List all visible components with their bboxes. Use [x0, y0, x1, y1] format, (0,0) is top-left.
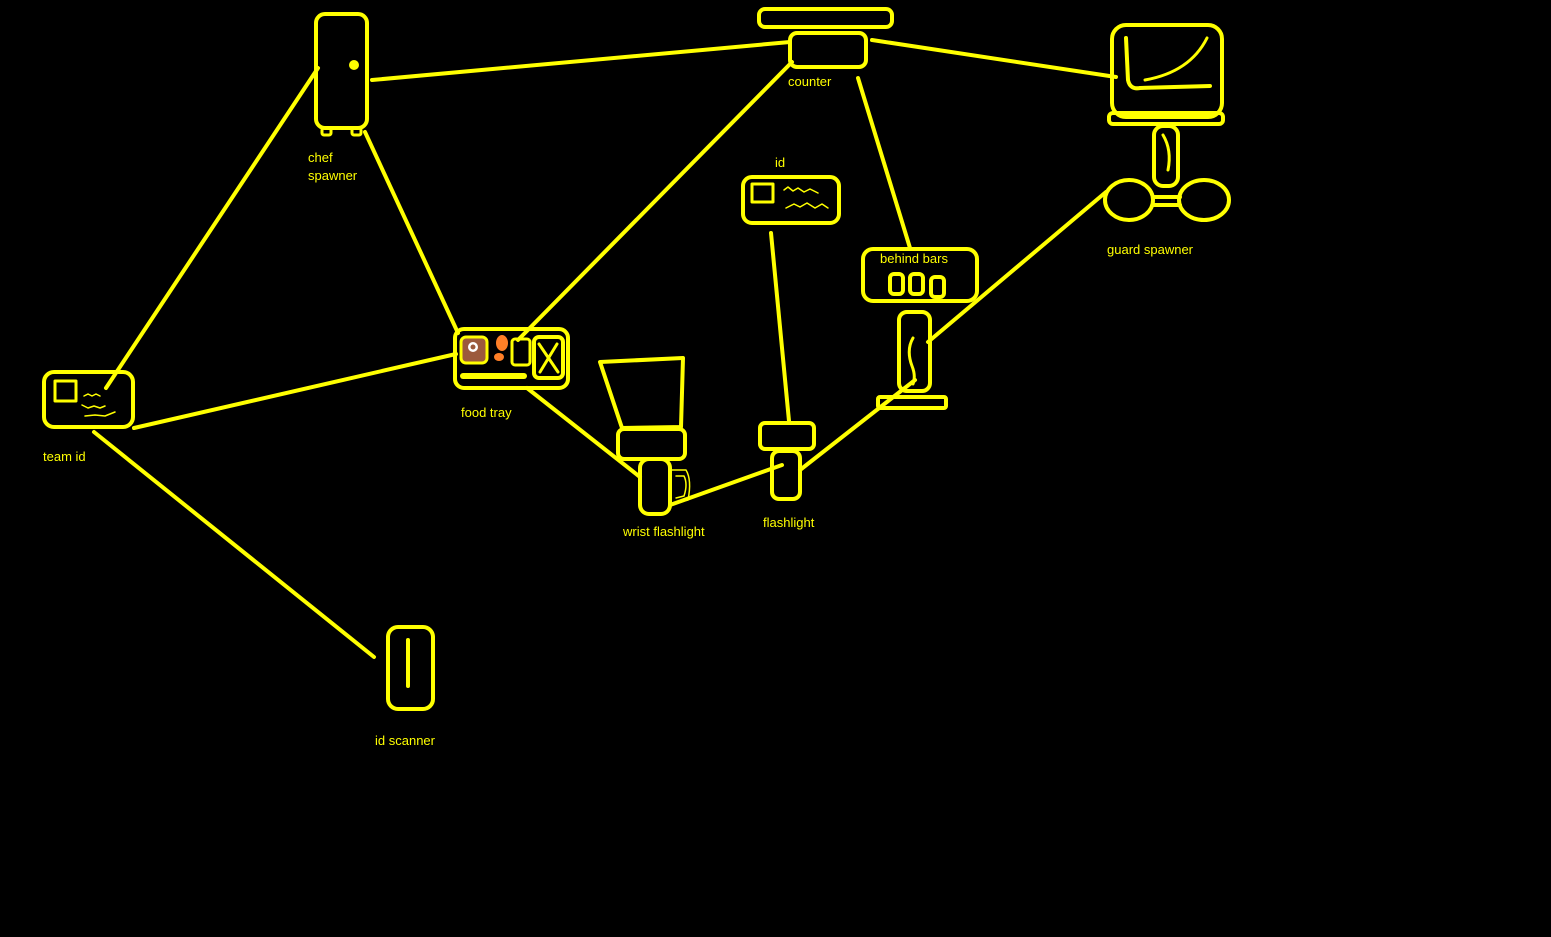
food-tray-icon [453, 327, 570, 390]
team-id-card-icon [42, 370, 135, 429]
edge-chef-spawner-food-tray [363, 130, 460, 335]
edge-behind-bars-guard-spawner [926, 190, 1108, 344]
edges [92, 38, 1118, 659]
edge-counter-behind-bars [856, 76, 912, 250]
label-flashlight: flashlight [763, 515, 815, 530]
label-id-scanner: id scanner [375, 733, 435, 748]
label-guard-spawner: guard spawner [1107, 242, 1193, 257]
monitor-on-rollers-icon [1103, 23, 1231, 222]
label-team-id: team id [43, 449, 86, 464]
id-scanner-icon [386, 625, 435, 711]
label-id: id [775, 155, 786, 170]
edge-chef-spawner-counter [370, 40, 792, 82]
fridge-icon [314, 12, 369, 137]
edge-id-flashlight [769, 231, 791, 423]
cell-bars-icon [861, 247, 979, 410]
label-behind-bars: behind bars [880, 251, 948, 266]
edge-team-id-id-scanner [92, 430, 376, 659]
flashlight-icon [758, 421, 816, 501]
edge-counter-food-tray [516, 60, 794, 342]
edge-counter-guard-spawner [870, 38, 1118, 79]
id-card-icon [741, 175, 841, 225]
edge-team-id-food-tray [132, 352, 458, 430]
label-chef-spawner: chef spawner [308, 149, 357, 185]
label-chef-spawner-line2: spawner [308, 168, 358, 183]
label-chef-spawner-line1: chef [308, 150, 333, 165]
wrist-flashlight-icon [598, 356, 691, 516]
label-food-tray: food tray [461, 405, 512, 420]
edge-chef-spawner-team-id [104, 66, 320, 390]
edge-food-tray-wrist-flashlight [525, 386, 642, 479]
label-wrist-flashlight: wrist flashlight [623, 524, 705, 539]
label-counter: counter [788, 74, 832, 89]
counter-icon [757, 7, 894, 69]
edge-flashlight-behind-bars [798, 378, 917, 472]
